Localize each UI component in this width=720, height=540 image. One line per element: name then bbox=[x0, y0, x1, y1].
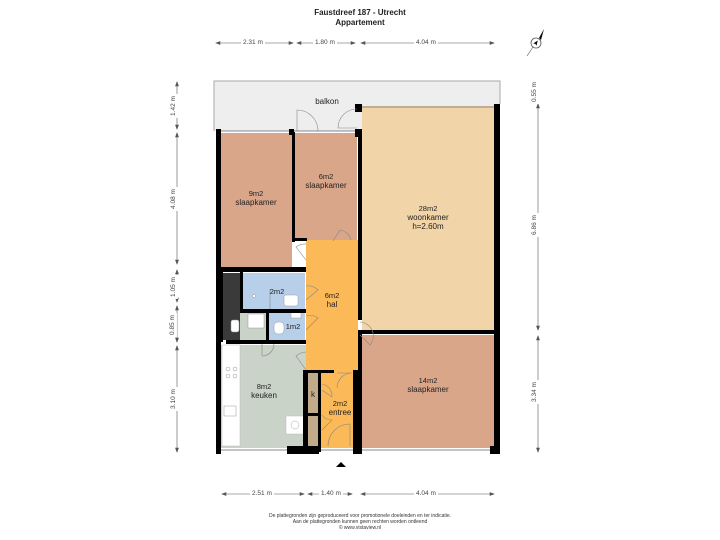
stove-burner-icon bbox=[225, 366, 231, 372]
plan-subtitle: Appartement bbox=[335, 18, 385, 27]
dim-right-1: 0.55 m bbox=[530, 80, 539, 104]
label-entree: 2m2 entree bbox=[328, 399, 352, 417]
kitchen-sink-icon bbox=[223, 405, 237, 417]
windows bbox=[221, 106, 494, 451]
room-slaapkamer-3 bbox=[362, 335, 495, 448]
disclaimer-line-1: De plattegronden zijn geproduceerd voor … bbox=[268, 513, 452, 519]
room-hal bbox=[306, 240, 358, 370]
disclaimer-line-2: Aan de plattegronden kunnen geen rechten… bbox=[292, 519, 428, 525]
dim-right-3: 3.34 m bbox=[530, 380, 539, 404]
washing-machine-icon bbox=[247, 313, 265, 329]
dim-left-5: 3.10 m bbox=[169, 387, 178, 411]
room-woonkamer bbox=[362, 106, 495, 331]
room-slaapkamer-1 bbox=[220, 133, 292, 267]
walls bbox=[216, 104, 500, 454]
dim-right-2: 6.86 m bbox=[530, 213, 539, 237]
wash-basin-small-icon bbox=[230, 319, 240, 333]
room-meterkast bbox=[308, 416, 318, 448]
label-balkon: balkon bbox=[315, 97, 339, 106]
label-badkamer: 2m2 bbox=[269, 287, 285, 296]
label-slaapkamer-3: 14m2 slaapkamer bbox=[407, 376, 449, 394]
doors bbox=[261, 108, 374, 447]
dim-left-1: 1.42 m bbox=[169, 94, 178, 118]
dim-left-2: 4.08 m bbox=[169, 187, 178, 211]
washbasin-icon bbox=[283, 294, 299, 307]
label-slaapkamer-2: 6m2 slaapkamer bbox=[305, 172, 347, 190]
dim-left-3: 1.05 m bbox=[169, 275, 178, 299]
shower-icon bbox=[252, 294, 256, 298]
label-keuken: 8m2 keuken bbox=[251, 382, 277, 400]
dim-bottom-3: 4.04 m bbox=[414, 490, 438, 498]
label-hal: 6m2 hal bbox=[324, 291, 340, 309]
fridge-icon bbox=[285, 415, 305, 435]
copyright-link[interactable]: © www.vistaview.nl bbox=[338, 525, 382, 531]
entrance-arrow-icon bbox=[336, 462, 346, 467]
label-kast: k bbox=[311, 390, 315, 399]
toilet-icon bbox=[273, 321, 285, 335]
plan-title: Faustdreef 187 - Utrecht bbox=[314, 8, 406, 17]
dim-top-3: 4.04 m bbox=[414, 39, 438, 47]
dim-left-4: 0.85 m bbox=[168, 313, 177, 337]
dim-top-1: 2.31 m bbox=[241, 39, 265, 47]
compass-north-icon bbox=[526, 29, 544, 57]
room-entree bbox=[320, 370, 358, 448]
dim-top-2: 1.80 m bbox=[313, 39, 337, 47]
dim-bottom-1: 2.51 m bbox=[250, 490, 274, 498]
label-woonkamer: 28m2 woonkamer h=2.60m bbox=[407, 204, 449, 231]
dim-bottom-2: 1.40 m bbox=[319, 490, 343, 498]
label-slaapkamer-1: 9m2 slaapkamer bbox=[235, 189, 277, 207]
room-slaapkamer-2 bbox=[295, 133, 357, 240]
label-toilet: 1m2 bbox=[285, 322, 301, 331]
room-kast bbox=[308, 373, 318, 413]
